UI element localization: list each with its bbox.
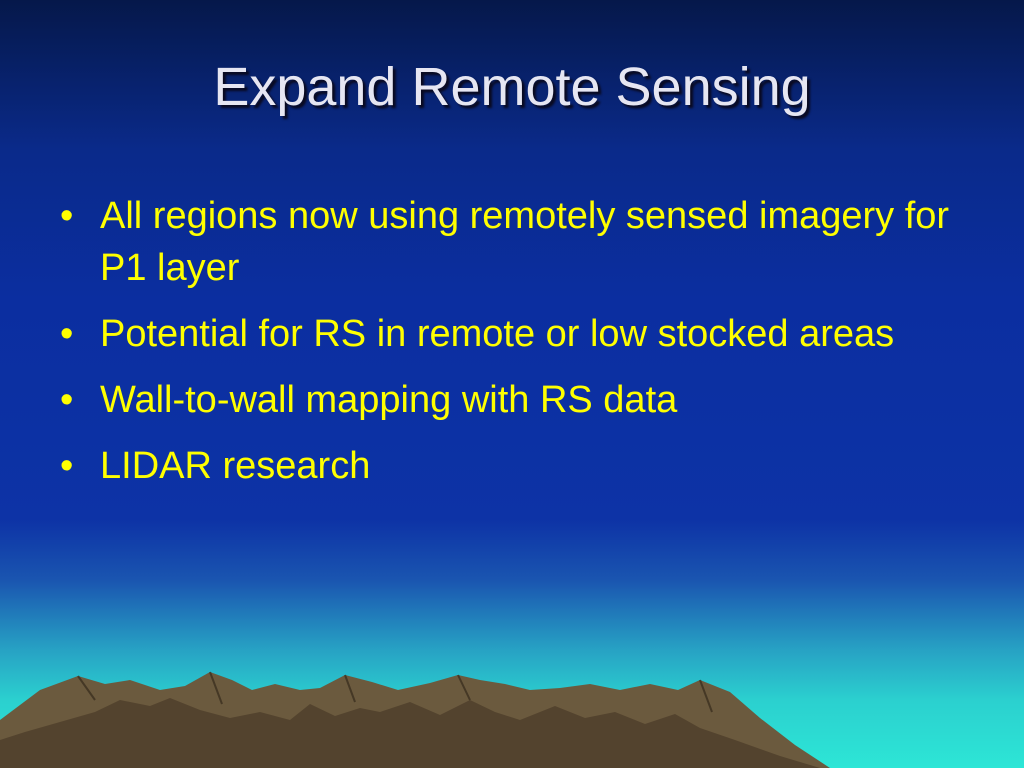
slide-title: Expand Remote Sensing [213, 57, 811, 117]
bullet-dot-icon: • [60, 313, 74, 355]
bullet-item: • Potential for RS in remote or low stoc… [60, 308, 960, 360]
bullet-text: Potential for RS in remote or low stocke… [100, 313, 895, 355]
bullet-item: • All regions now using remotely sensed … [60, 190, 960, 294]
bullet-list: • All regions now using remotely sensed … [60, 190, 960, 506]
mountain-shadow [0, 698, 820, 768]
bullet-dot-icon: • [60, 195, 74, 237]
bullet-dot-icon: • [60, 445, 74, 487]
bullet-text: All regions now using remotely sensed im… [100, 195, 950, 289]
bullet-item: • Wall-to-wall mapping with RS data [60, 374, 960, 426]
mountain-ridge-lines [77, 671, 713, 713]
bullet-item: • LIDAR research [60, 440, 960, 492]
bullet-text: Wall-to-wall mapping with RS data [100, 379, 678, 421]
bullet-dot-icon: • [60, 379, 74, 421]
bullet-text: LIDAR research [100, 445, 371, 487]
